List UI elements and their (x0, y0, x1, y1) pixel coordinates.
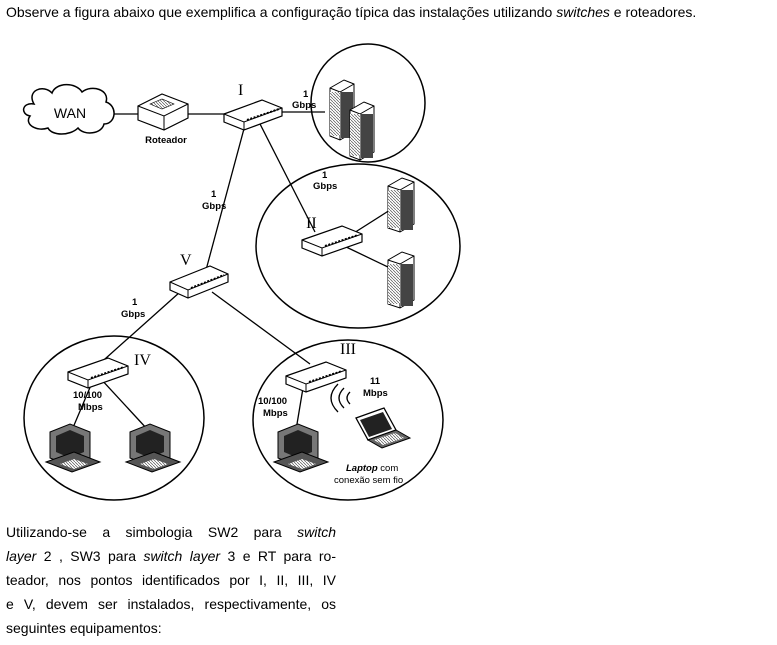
laptop-icon (355, 407, 412, 449)
link-switch-v-switch-iii (211, 291, 311, 365)
point-label-iii: III (340, 341, 356, 358)
point-label-iv: IV (134, 352, 151, 369)
desktop-pc-icon (124, 423, 182, 473)
servers-ii (387, 177, 415, 309)
network-groups (23, 43, 461, 501)
group-servers-i (310, 43, 426, 163)
link-switch-iii-pc (295, 387, 304, 431)
switch-icon (223, 99, 283, 131)
speed-label: Mbps (78, 402, 103, 413)
server-icon (329, 79, 355, 141)
wireless-laptop: 11 Mbps Laptop com conexão sem fio (330, 376, 412, 486)
intro-prefix: Observe a figura abaixo que exemplifica … (6, 4, 557, 20)
network-links (71, 111, 391, 431)
pc-iii (272, 423, 330, 473)
switch-icon (301, 225, 363, 257)
desktop-pc-icon (272, 423, 330, 473)
speed-label: Gbps (202, 201, 226, 212)
speed-label: 1 (303, 89, 309, 100)
speed-label: Gbps (313, 181, 337, 192)
question-text: Utilizando-se a simbologia SW2 para swit… (6, 520, 336, 640)
link-switch-v-switch-iv (95, 291, 181, 368)
group-ii (255, 163, 461, 329)
switch-icon (67, 357, 129, 389)
question-line: layer 2 , SW3 para switch layer 3 e RT p… (6, 548, 336, 564)
link-switch-ii-server-2 (341, 244, 391, 269)
wan-label: WAN (54, 105, 86, 121)
question-line: Utilizando-se a simbologia SW2 para swit… (6, 524, 336, 540)
switch-icon (285, 361, 347, 393)
switch-v: V (169, 252, 229, 299)
switch-iv: IV 10/100 Mbps (67, 352, 151, 413)
link-switch-iv-pc-2 (99, 377, 149, 431)
question-line: teador, nos pontos identificados por I, … (6, 572, 336, 588)
question-line: e V, devem ser instalados, respectivamen… (6, 596, 336, 612)
router-icon (137, 93, 189, 131)
intro-text: Observe a figura abaixo que exemplifica … (6, 3, 776, 21)
link-switch-i-switch-ii (257, 119, 316, 233)
server-icon (349, 101, 375, 161)
switch-ii: II (301, 215, 363, 257)
group-iii (252, 339, 444, 501)
desktop-pc-icon (44, 423, 102, 473)
speed-label: Mbps (263, 408, 288, 419)
speed-label: Gbps (121, 309, 145, 320)
router: Roteador (137, 93, 189, 146)
point-label-ii: II (306, 215, 317, 232)
router-label: Roteador (145, 135, 187, 146)
speed-label: 10/100 (73, 390, 102, 401)
network-diagram: WAN Roteador I 1 Gbps 1 Gbps 1 (22, 43, 461, 501)
server-icon (387, 251, 415, 309)
switch-icon (169, 265, 229, 299)
speed-label: 1 (132, 297, 138, 308)
server-icon (387, 177, 415, 233)
speed-label: 11 (370, 376, 381, 387)
laptop-caption-line1: Laptop com (346, 463, 398, 474)
link-switch-i-switch-v (205, 124, 246, 271)
wifi-signal-icon (330, 383, 351, 413)
servers-i: 1 Gbps (292, 79, 375, 161)
speed-label: 10/100 (258, 396, 287, 407)
speed-label: Mbps (363, 388, 388, 399)
cloud-icon (22, 83, 115, 135)
laptop-caption-line2: conexão sem fio (334, 475, 403, 486)
switch-iii: III 10/100 Mbps (258, 341, 356, 419)
wan-cloud: WAN (22, 83, 115, 135)
speed-label: Gbps (292, 100, 316, 111)
question-line: seguintes equipamentos: (6, 620, 162, 636)
speed-label: 1 (211, 189, 217, 200)
group-iv (23, 335, 205, 501)
pcs-iv (44, 423, 182, 473)
intro-emphasis: switches (556, 4, 610, 20)
point-label-i: I (238, 82, 243, 99)
speed-label: 1 (322, 170, 328, 181)
intro-suffix: e roteadores. (609, 4, 697, 20)
point-label-v: V (180, 252, 192, 269)
switch-i: I (223, 82, 283, 131)
